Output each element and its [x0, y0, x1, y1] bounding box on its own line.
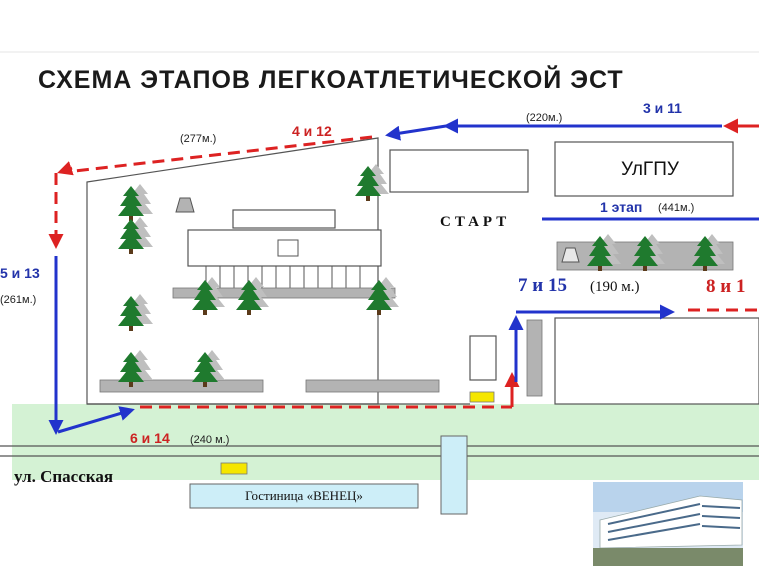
hotel-venets-label: Гостиница «ВЕНЕЦ»: [245, 488, 363, 503]
leg-5-13-label: 5 и 13: [0, 265, 40, 281]
booth: [469, 335, 497, 381]
building-ulgpu: [554, 141, 734, 197]
leg-8-label: 8 и 1: [706, 276, 745, 297]
platform-gray: [172, 287, 396, 299]
hotel-tower: [440, 435, 468, 515]
bench-left: [99, 379, 264, 393]
leg-1-label: 1 этап: [600, 199, 642, 215]
leg-3-11-distance: (220м.): [526, 112, 562, 124]
leg-7-15-distance: (190 м.): [590, 279, 639, 295]
map-title: СХЕМА ЭТАПОВ ЛЕГКОАТЛЕТИЧЕСКОЙ ЭСТ: [38, 64, 624, 94]
building-main: [232, 209, 336, 229]
fence-gray: [526, 319, 543, 397]
route-leg-4-12: [65, 135, 373, 174]
leg-6-14-distance: (240 м.): [190, 434, 229, 446]
leg-6-14-label: 6 и 14: [130, 430, 170, 446]
street-band: [12, 404, 759, 480]
parking-marker-1: [469, 391, 495, 403]
leg-4-12-distance: (277м.): [180, 133, 216, 145]
building-south-east: [554, 317, 759, 405]
bench-right: [305, 379, 440, 393]
street-label: ул. Спасская: [14, 467, 113, 486]
building-photo: [593, 482, 743, 566]
parking-marker-2: [220, 462, 248, 475]
leg-4-12-label: 4 и 12: [292, 123, 332, 139]
hotel-venets: [189, 483, 419, 509]
leg-1-distance: (441м.): [658, 202, 694, 214]
leg-5-13-distance: (261м.): [0, 294, 36, 306]
colonnade: [205, 266, 361, 288]
leg-3-11-label: 3 и 11: [643, 100, 682, 116]
start-label: СТАРТ: [440, 214, 510, 230]
building-north: [389, 149, 529, 193]
building-ulgpu-label: УлГПУ: [621, 159, 680, 180]
leg-7-15-label: 7 и 15: [518, 275, 567, 296]
